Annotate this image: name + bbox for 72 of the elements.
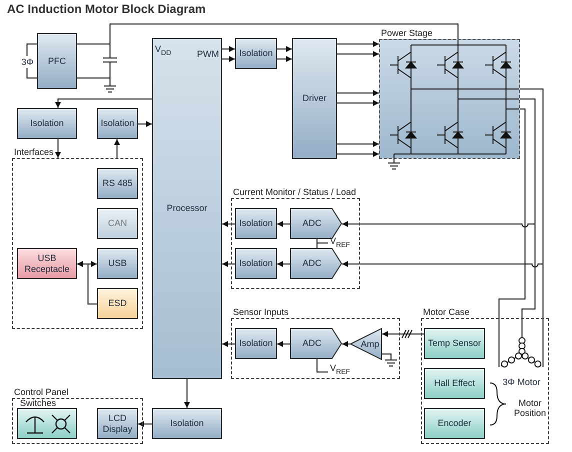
group-heading: Control Panel: [14, 387, 69, 398]
arrow: [382, 331, 424, 337]
arrow: [336, 141, 380, 147]
isolation-block: Isolation: [97, 108, 138, 139]
processor-label: Processor: [166, 203, 208, 214]
arrow: [276, 221, 290, 227]
arrow: [184, 378, 190, 408]
arrow: [276, 56, 292, 62]
lcd-display-block: LCD Display: [97, 408, 138, 439]
isolation-block: Isolation: [152, 408, 222, 439]
arrow: [342, 261, 544, 268]
annotation-label: Motor Position: [512, 398, 548, 418]
arrow: [222, 56, 236, 62]
driver-block: Driver: [292, 38, 337, 159]
group-heading: Current Monitor / Status / Load: [233, 187, 356, 198]
arrow: [336, 51, 380, 57]
adc-block: ADC: [290, 248, 342, 279]
arrow: [276, 261, 290, 267]
connector-line: [26, 44, 38, 78]
arrow: [222, 46, 236, 52]
adc-block: ADC: [290, 328, 342, 359]
arrow: [222, 341, 236, 347]
can-block: CAN: [97, 208, 138, 239]
group-heading: Interfaces: [14, 147, 54, 158]
arrow: [55, 138, 61, 158]
group-heading: Sensor Inputs: [233, 307, 289, 318]
arrow: [55, 98, 152, 108]
connector-line: [498, 108, 526, 330]
arrow: [222, 261, 236, 267]
arrow: [336, 100, 380, 106]
isolation-block: Isolation: [235, 248, 277, 279]
rs485-block: RS 485: [97, 168, 138, 199]
group-heading: Motor Case: [423, 307, 470, 318]
temp-sensor-block: Temp Sensor: [424, 328, 485, 359]
pfc-block: PFC: [37, 33, 77, 89]
connector-line: [76, 24, 458, 44]
esd-block: ESD: [97, 288, 138, 319]
arrow: [336, 41, 380, 47]
diagram-title: AC Induction Motor Block Diagram: [7, 2, 206, 16]
usb-block: USB: [97, 248, 138, 279]
group-heading: Switches: [20, 398, 56, 408]
arrow: [114, 138, 120, 158]
reference-voltage-label: V$_{REF}$: [330, 236, 350, 249]
arrow: [342, 221, 536, 228]
arrow: [276, 341, 290, 347]
encoder-block: Encoder: [424, 408, 485, 439]
processor-block: [152, 38, 222, 379]
isolation-block: Isolation: [17, 108, 77, 139]
isolation-block: Isolation: [235, 38, 277, 69]
phase-label: 3Φ: [21, 56, 34, 68]
connector-line: [520, 88, 544, 330]
arrow: [76, 261, 98, 304]
connector-line: [316, 238, 318, 248]
hall-effect-block: Hall Effect: [424, 368, 485, 399]
isolation-block: Isolation: [235, 208, 277, 239]
connector-line: [520, 98, 536, 330]
supply-pin-label: V$_{DD}$: [155, 44, 172, 58]
arrow: [138, 121, 152, 127]
arrow: [336, 90, 380, 96]
reference-voltage-label: V$_{REF}$: [330, 363, 350, 376]
arrow: [276, 46, 292, 52]
arrow: [336, 151, 380, 157]
amplifier-block: Amp: [350, 328, 382, 360]
arrow: [342, 341, 350, 347]
arrow: [138, 421, 152, 427]
motor-label: 3Φ Motor: [502, 376, 540, 387]
adc-block: ADC: [290, 208, 342, 239]
pwm-pin-label: PWM: [197, 49, 219, 60]
arrow: [222, 221, 236, 227]
isolation-block: Isolation: [235, 328, 277, 359]
group-heading: Power Stage: [381, 28, 433, 38]
usb-receptacle-block: USB Receptacle: [17, 248, 77, 279]
